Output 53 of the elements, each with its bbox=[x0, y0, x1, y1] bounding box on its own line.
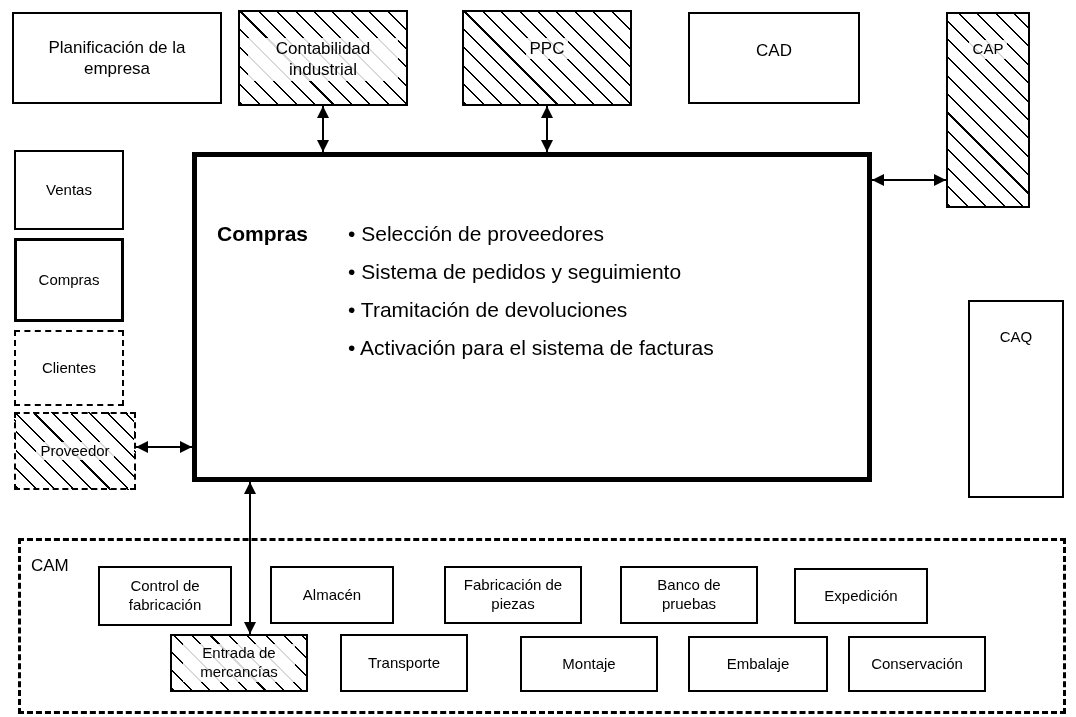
box-label: Transporte bbox=[368, 653, 440, 673]
process-box bbox=[794, 568, 928, 624]
process-box bbox=[620, 566, 758, 624]
double-arrow bbox=[135, 441, 193, 453]
box-label: Clientes bbox=[41, 358, 97, 378]
box-label: Control de fabricación bbox=[127, 577, 203, 615]
bullet-item: • Selección de proveedores bbox=[348, 221, 606, 247]
box-label: CAP bbox=[968, 40, 1008, 59]
double-arrow bbox=[871, 174, 947, 186]
group-box bbox=[18, 538, 1066, 714]
box-label: Fabricación de piezas bbox=[462, 576, 564, 614]
box-label: CAQ bbox=[999, 328, 1033, 347]
group-label: CAM bbox=[31, 555, 69, 577]
process-box bbox=[340, 634, 468, 692]
box-label: Compras bbox=[38, 270, 100, 290]
bullet-item: • Sistema de pedidos y seguimiento bbox=[348, 259, 683, 285]
box-label: Almacén bbox=[302, 585, 362, 605]
process-box bbox=[14, 150, 124, 230]
double-arrow bbox=[317, 105, 329, 153]
box-label: Banco de pruebas bbox=[656, 576, 722, 614]
process-box bbox=[520, 636, 658, 692]
hatched-box bbox=[946, 12, 1030, 208]
process-box bbox=[98, 566, 232, 626]
box-label: Entrada de mercancías bbox=[183, 644, 295, 682]
box-label: Montaje bbox=[562, 654, 616, 674]
double-arrow bbox=[541, 105, 553, 153]
box-label: Planificación de la empresa bbox=[47, 36, 187, 80]
bullet-item: • Tramitación de devoluciones bbox=[348, 297, 629, 323]
hatched-box bbox=[238, 10, 408, 106]
box-label: Contabilidad industrial bbox=[248, 38, 398, 81]
process-box bbox=[14, 238, 124, 322]
process-box bbox=[12, 12, 222, 104]
process-box bbox=[270, 566, 394, 624]
main-box bbox=[192, 152, 872, 482]
box-label: Proveedor bbox=[36, 441, 114, 461]
process-box bbox=[444, 566, 582, 624]
process-box bbox=[848, 636, 986, 692]
bullet-item: • Activación para el sistema de facturas bbox=[348, 335, 714, 361]
double-arrow bbox=[244, 481, 256, 635]
hatched-box bbox=[14, 412, 136, 490]
box-label: Embalaje bbox=[726, 654, 790, 674]
box-label: Conservación bbox=[871, 654, 963, 674]
process-box bbox=[688, 636, 828, 692]
box-label: Expedición bbox=[824, 586, 898, 606]
box-label: PPC bbox=[525, 38, 569, 60]
heading: Compras bbox=[217, 221, 309, 247]
hatched-box bbox=[170, 634, 308, 692]
box-label: CAD bbox=[756, 40, 792, 62]
hatched-box bbox=[462, 10, 632, 106]
dashed-box bbox=[14, 330, 124, 406]
process-box bbox=[968, 300, 1064, 498]
process-box bbox=[688, 12, 860, 104]
box-label: Ventas bbox=[46, 180, 92, 200]
